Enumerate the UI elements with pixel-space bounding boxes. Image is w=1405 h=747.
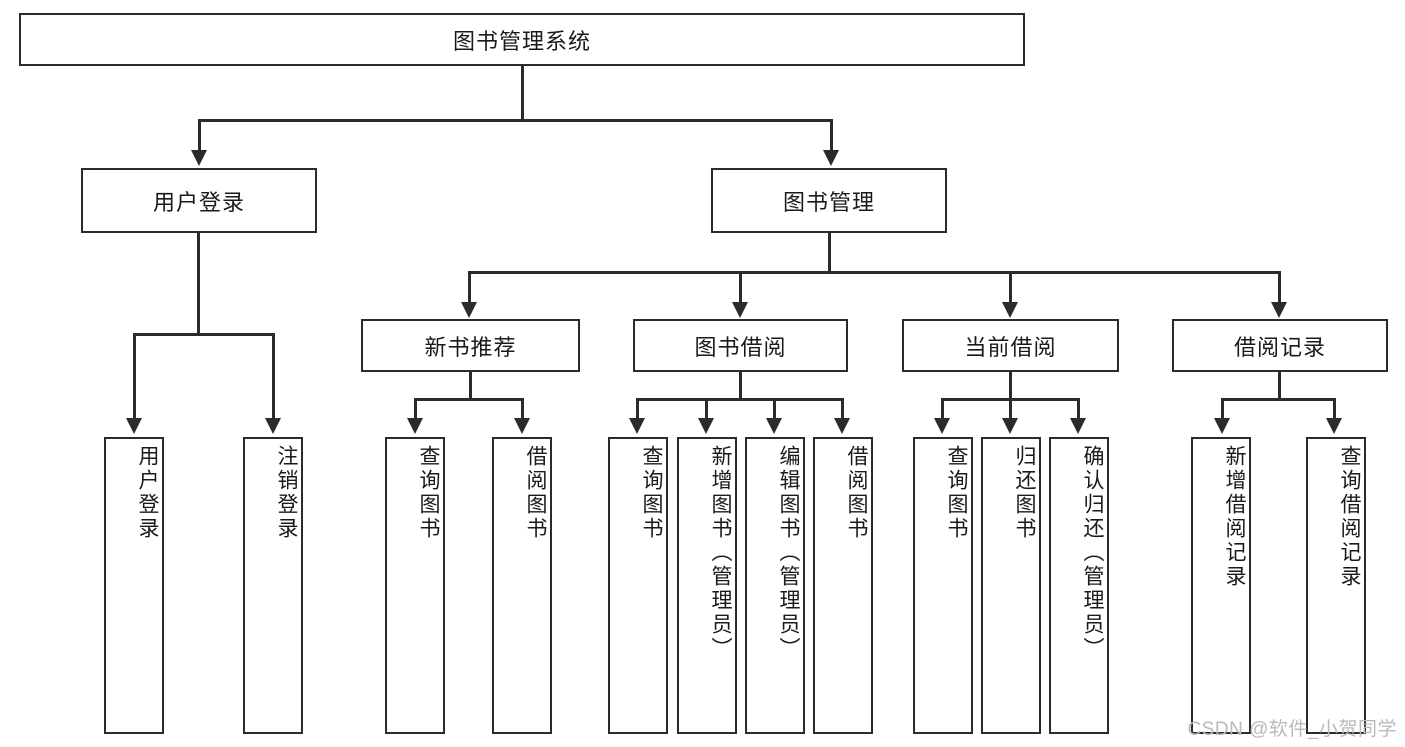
edge-user-login-leaf-2 — [272, 333, 275, 420]
leaf-query-book-3[interactable]: 查询图书 — [913, 437, 973, 734]
leaf-user-logout[interactable]: 注销登录 — [243, 437, 303, 734]
arrowhead-borrow-record — [1271, 302, 1287, 318]
node-book-manage-label: 图书管理 — [782, 189, 875, 215]
arrowhead-bb-leaf-3 — [766, 418, 782, 434]
edge-cb-leaf-2 — [1009, 398, 1012, 420]
leaf-user-logout-label: 注销登录 — [275, 445, 298, 541]
arrowhead-new-book-recommend — [461, 302, 477, 318]
leaf-add-book-label: 新增图书（管理员） — [709, 445, 732, 661]
leaf-borrow-book-1[interactable]: 借阅图书 — [492, 437, 552, 734]
arrowhead-bb-leaf-1 — [629, 418, 645, 434]
edge-bb-leaf-1 — [636, 398, 639, 420]
edge-level2-bus — [198, 119, 833, 122]
leaf-edit-book-label: 编辑图书（管理员） — [777, 445, 800, 661]
edge-cb-stem — [1009, 372, 1012, 400]
leaf-confirm-return-label: 确认归还（管理员） — [1081, 445, 1104, 661]
edge-bb-stem — [739, 372, 742, 400]
edge-nbr-leaf-1 — [414, 398, 417, 420]
edge-to-borrow-record — [1278, 271, 1281, 304]
edge-br-leaf-1 — [1221, 398, 1224, 420]
node-current-borrow[interactable]: 当前借阅 — [902, 319, 1119, 372]
edge-bb-leaf-2 — [705, 398, 708, 420]
arrowhead-bb-leaf-4 — [834, 418, 850, 434]
edge-root-stem — [521, 66, 524, 119]
leaf-edit-book[interactable]: 编辑图书（管理员） — [745, 437, 805, 734]
node-root[interactable]: 图书管理系统 — [19, 13, 1025, 66]
node-new-book-recommend[interactable]: 新书推荐 — [361, 319, 580, 372]
leaf-user-login-label: 用户登录 — [136, 445, 159, 541]
edge-bb-leaf-4 — [841, 398, 844, 420]
edge-br-bus — [1221, 398, 1336, 401]
edge-to-new-book-recommend — [468, 271, 471, 304]
arrowhead-user-login — [191, 150, 207, 166]
edge-bb-bus — [636, 398, 844, 401]
node-root-label: 图书管理系统 — [452, 28, 591, 54]
node-new-book-recommend-label: 新书推荐 — [424, 334, 517, 360]
arrowhead-cb-leaf-1 — [934, 418, 950, 434]
arrowhead-book-manage — [823, 150, 839, 166]
node-book-borrow-label: 图书借阅 — [694, 334, 787, 360]
leaf-confirm-return[interactable]: 确认归还（管理员） — [1049, 437, 1109, 734]
edge-nbr-bus — [414, 398, 524, 401]
edge-user-login-stem — [197, 233, 200, 335]
arrowhead-current-borrow — [1002, 302, 1018, 318]
edge-bb-leaf-3 — [773, 398, 776, 420]
leaf-borrow-book-2-label: 借阅图书 — [845, 445, 868, 541]
leaf-query-book-3-label: 查询图书 — [945, 445, 968, 541]
leaf-query-book-2[interactable]: 查询图书 — [608, 437, 668, 734]
watermark-text: CSDN @软件_小贺同学 — [1187, 719, 1397, 740]
leaf-borrow-book-2[interactable]: 借阅图书 — [813, 437, 873, 734]
node-user-login-label: 用户登录 — [152, 189, 245, 215]
arrowhead-cb-leaf-2 — [1002, 418, 1018, 434]
leaf-user-login[interactable]: 用户登录 — [104, 437, 164, 734]
leaf-return-book[interactable]: 归还图书 — [981, 437, 1041, 734]
arrowhead-br-leaf-2 — [1326, 418, 1342, 434]
arrowhead-br-leaf-1 — [1214, 418, 1230, 434]
edge-cb-leaf-3 — [1077, 398, 1080, 420]
node-borrow-record-label: 借阅记录 — [1233, 334, 1326, 360]
leaf-add-record-label: 新增借阅记录 — [1223, 445, 1246, 589]
edge-to-book-borrow — [739, 271, 742, 304]
edge-level3-bus — [468, 271, 1281, 274]
edge-nbr-stem — [469, 372, 472, 400]
edge-br-leaf-2 — [1333, 398, 1336, 420]
edge-cb-leaf-1 — [941, 398, 944, 420]
edge-nbr-leaf-2 — [521, 398, 524, 420]
arrowhead-leaf-user-login — [126, 418, 142, 434]
node-book-manage[interactable]: 图书管理 — [711, 168, 947, 233]
edge-to-book-manage — [830, 119, 833, 152]
arrowhead-bb-leaf-2 — [698, 418, 714, 434]
leaf-add-book[interactable]: 新增图书（管理员） — [677, 437, 737, 734]
edge-to-current-borrow — [1009, 271, 1012, 304]
edge-user-login-leaf-1 — [133, 333, 136, 420]
arrowhead-nbr-leaf-2 — [514, 418, 530, 434]
arrowhead-book-borrow — [732, 302, 748, 318]
leaf-query-book-1[interactable]: 查询图书 — [385, 437, 445, 734]
edge-book-manage-stem — [828, 233, 831, 273]
arrowhead-nbr-leaf-1 — [407, 418, 423, 434]
arrowhead-cb-leaf-3 — [1070, 418, 1086, 434]
edge-user-login-bus — [133, 333, 275, 336]
node-current-borrow-label: 当前借阅 — [964, 334, 1057, 360]
leaf-query-record[interactable]: 查询借阅记录 — [1306, 437, 1366, 734]
leaf-query-book-2-label: 查询图书 — [640, 445, 663, 541]
node-user-login[interactable]: 用户登录 — [81, 168, 317, 233]
leaf-return-book-label: 归还图书 — [1013, 445, 1036, 541]
node-book-borrow[interactable]: 图书借阅 — [633, 319, 848, 372]
leaf-add-record[interactable]: 新增借阅记录 — [1191, 437, 1251, 734]
arrowhead-leaf-user-logout — [265, 418, 281, 434]
leaf-borrow-book-1-label: 借阅图书 — [524, 445, 547, 541]
leaf-query-book-1-label: 查询图书 — [417, 445, 440, 541]
edge-br-stem — [1278, 372, 1281, 400]
leaf-query-record-label: 查询借阅记录 — [1338, 445, 1361, 589]
node-borrow-record[interactable]: 借阅记录 — [1172, 319, 1388, 372]
edge-to-user-login — [198, 119, 201, 152]
